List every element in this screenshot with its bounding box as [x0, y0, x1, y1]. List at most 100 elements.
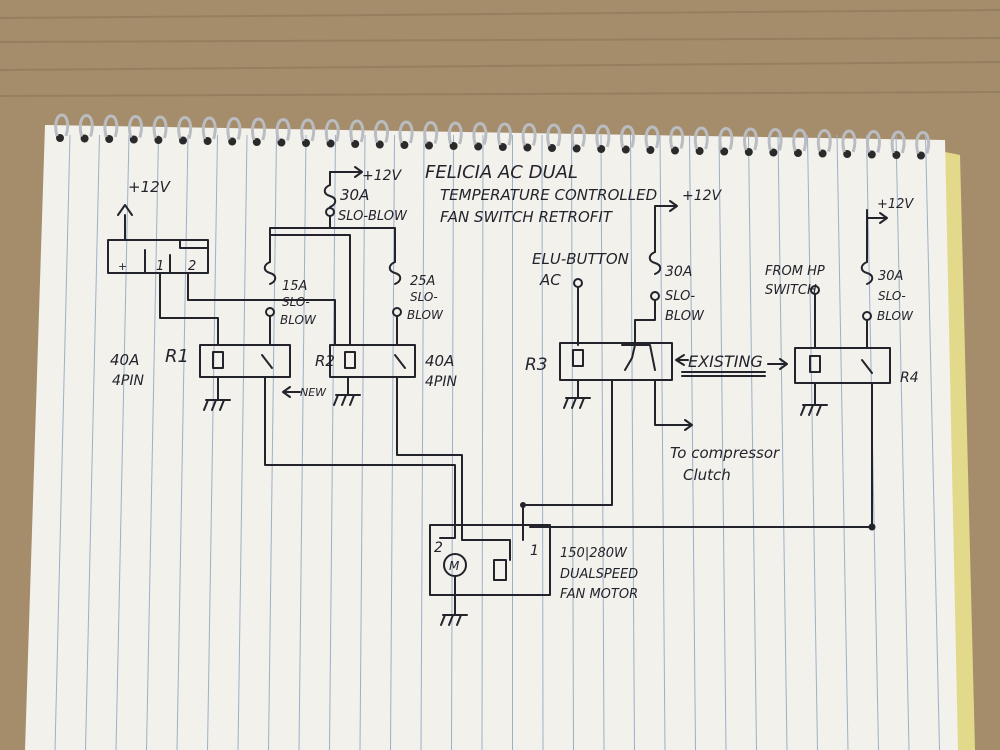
ruled-line — [481, 134, 484, 750]
binding-hole — [179, 136, 187, 145]
binding-hole — [720, 147, 729, 156]
ruled-lines — [54, 134, 940, 750]
motor-type: DUALSPEED — [560, 567, 638, 582]
r1-name: R1 — [165, 346, 189, 367]
r1-fuse-type-a: SLO- — [282, 295, 310, 309]
main-fuse-type: SLO-BLOW — [338, 209, 408, 224]
r3-name: R3 — [525, 355, 548, 375]
binding-hole — [400, 141, 409, 149]
motor-power: 150|280W — [560, 546, 628, 561]
ruled-line — [54, 134, 71, 750]
clutch-label: Clutch — [683, 466, 731, 484]
r4-coil — [809, 355, 821, 373]
r2-fuse-rating: 25A — [410, 274, 435, 289]
ruled-line — [298, 134, 307, 750]
r3-fuse-type-b: BLOW — [665, 309, 705, 324]
ruled-line — [600, 134, 605, 750]
ruled-line — [659, 134, 666, 750]
ruled-line — [329, 134, 336, 750]
motor-pin-1: 1 — [530, 543, 539, 559]
ruled-line — [630, 134, 635, 750]
binding-hole — [646, 146, 655, 154]
r1-relay-box — [199, 344, 291, 378]
binding-hole — [572, 144, 581, 153]
fan-motor-box — [429, 524, 551, 596]
fan-motor: 2 1 M 150|280W DUALSPEED FAN MOTOR — [429, 524, 638, 626]
spiral-ring — [866, 130, 881, 153]
binding-hole — [449, 142, 458, 150]
binding-hole — [154, 136, 163, 144]
ruled-line — [925, 134, 940, 750]
binding-hole — [917, 151, 925, 160]
r1-rating: 40A — [110, 351, 139, 369]
r1-coil — [212, 351, 224, 369]
ruled-line — [689, 134, 696, 750]
new-label: NEW — [300, 386, 327, 399]
spiral-ring — [128, 115, 143, 138]
binding-hole — [498, 143, 507, 151]
binding-hole — [818, 149, 827, 158]
spiral-ring — [423, 121, 439, 144]
spiral-ring — [546, 123, 562, 147]
main-feed: +12V 30A SLO-BLOW — [269, 166, 408, 346]
relay-r4: FROM HP SWITCH +12V 30A SLO- BLOW R4 — [529, 197, 919, 531]
r2-pins: 4PIN — [425, 374, 457, 390]
r2-coil — [344, 351, 356, 369]
spiral-ring — [54, 113, 70, 137]
ruled-line — [807, 134, 818, 750]
r2-relay-box — [329, 344, 416, 378]
spiral-ring — [595, 124, 611, 148]
switch-pin-plus: + — [118, 260, 127, 273]
binding-hole — [129, 135, 138, 144]
spiral-ring — [374, 120, 389, 143]
existing-label: EXISTING — [688, 352, 763, 371]
ruled-line — [146, 134, 159, 750]
main-plus12v-label: +12V — [362, 168, 403, 184]
binding-hole — [252, 138, 261, 146]
r1-fuse-type-b: BLOW — [280, 313, 317, 327]
temperature-switch-box — [107, 239, 209, 274]
r4-name: R4 — [900, 370, 919, 386]
binding-hole — [302, 139, 310, 147]
binding-hole — [843, 150, 852, 158]
switch-plus12v-label: +12V — [128, 178, 172, 196]
binding-hole — [105, 135, 114, 143]
binding-hole — [523, 143, 532, 152]
binding-hole — [80, 134, 89, 143]
title-block: FELICIA AC DUAL TEMPERATURE CONTROLLED F… — [425, 162, 657, 226]
binding-hole — [474, 142, 483, 151]
ruled-line — [176, 134, 189, 750]
elu-button-label: ELU-BUTTON — [532, 250, 629, 268]
switch-pin-2: 2 — [188, 259, 196, 274]
spiral-ring — [447, 121, 463, 145]
spiral-ring — [349, 119, 365, 143]
wood-grain — [0, 9, 1000, 97]
spiral-ring — [472, 122, 488, 145]
ruled-line — [777, 134, 788, 750]
spiral-ring — [743, 127, 758, 151]
motor-resistor — [493, 559, 507, 581]
binding-hole — [56, 134, 64, 142]
spiral-ring — [792, 128, 808, 152]
binding-hole — [351, 140, 360, 148]
spiral-ring — [78, 114, 94, 137]
notebook-page — [25, 125, 958, 750]
spiral-ring — [915, 131, 931, 154]
spiral-ring — [275, 118, 291, 141]
ruled-line — [836, 134, 849, 750]
binding-hole — [375, 140, 384, 149]
binding-hole — [228, 137, 237, 146]
switch-word-label: SWITCH — [765, 283, 817, 298]
title-line-3: FAN SWITCH RETROFIT — [440, 208, 614, 226]
binding-hole — [425, 141, 433, 150]
r3-fuse-rating: 30A — [665, 264, 692, 280]
spiral-ring — [890, 130, 906, 154]
spiral-ring — [841, 129, 857, 153]
spiral-ring — [398, 120, 414, 144]
relay-r3: ELU-BUTTON AC +12V 30A SLO- BLOW R3 To c… — [520, 188, 788, 526]
spiral-ring — [620, 125, 635, 148]
spiral-ring — [226, 117, 242, 140]
spiral-ring — [300, 118, 316, 142]
r3-fuse-type-a: SLO- — [665, 289, 695, 304]
ruled-line — [895, 134, 910, 750]
